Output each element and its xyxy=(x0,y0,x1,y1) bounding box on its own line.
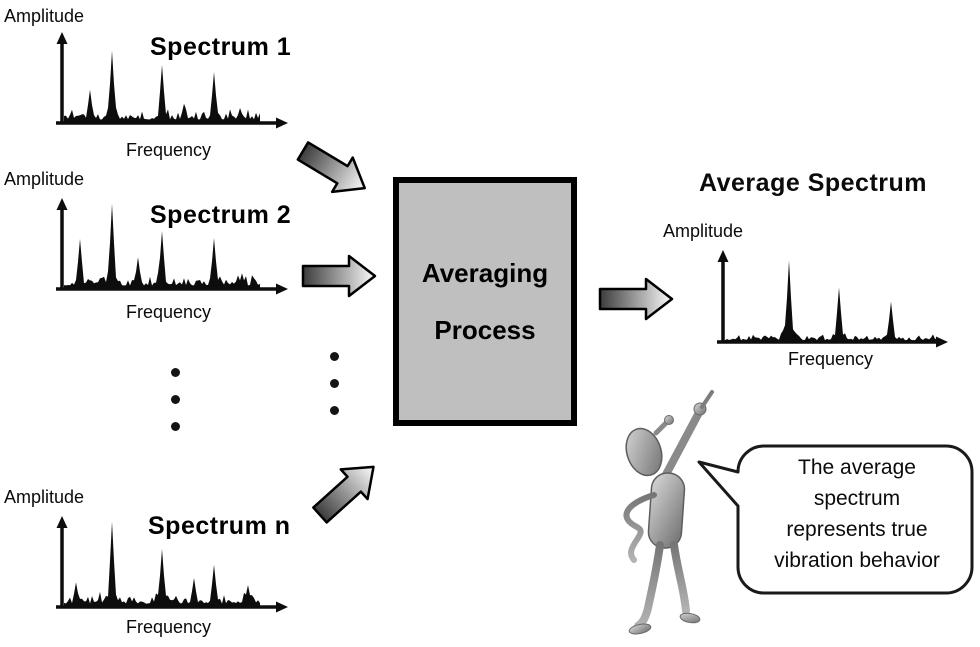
amplitude-label: Amplitude xyxy=(4,487,85,507)
vertical-ellipsis-icon xyxy=(330,352,339,415)
speech-bubble-line: spectrum xyxy=(813,487,901,510)
spectrum-2-plot xyxy=(56,198,288,295)
amplitude-label: Amplitude xyxy=(4,6,85,26)
average-spectrum-plot xyxy=(717,250,948,348)
spectrum-1-title: Spectrum 1 xyxy=(150,33,292,61)
spectrum-n-title: Spectrum n xyxy=(148,512,291,540)
spectrum-2-title: Spectrum 2 xyxy=(150,201,292,229)
frequency-label: Frequency xyxy=(126,140,212,160)
frequency-label: Frequency xyxy=(788,349,874,369)
process-box-line2: Process xyxy=(434,314,536,345)
pointing-stick-figure-icon xyxy=(623,390,714,635)
amplitude-label: Amplitude xyxy=(4,169,85,189)
flow-arrow-output-icon xyxy=(598,277,674,321)
vertical-ellipsis-icon xyxy=(171,368,180,431)
flow-arrow-input-1-icon xyxy=(296,141,366,194)
speech-bubble-line: vibration behavior xyxy=(774,549,940,572)
flow-arrow-input-2-icon xyxy=(301,254,377,298)
averaging-process-box: Averaging Process xyxy=(393,177,577,426)
frequency-label: Frequency xyxy=(126,617,212,637)
spectrum-n-plot xyxy=(56,516,288,613)
process-box-line1: Averaging xyxy=(421,257,549,288)
speech-bubble-line: represents true xyxy=(786,518,928,541)
frequency-label: Frequency xyxy=(126,302,212,322)
average-spectrum-heading: Average Spectrum xyxy=(699,169,927,197)
flow-arrow-input-n-icon xyxy=(312,465,375,524)
spectrum-1-plot xyxy=(56,32,288,129)
speech-bubble-icon xyxy=(697,444,974,595)
amplitude-label: Amplitude xyxy=(663,221,744,241)
speech-bubble-text: The average spectrum represents true vib… xyxy=(741,452,973,576)
speech-bubble-line: The average xyxy=(798,456,916,479)
